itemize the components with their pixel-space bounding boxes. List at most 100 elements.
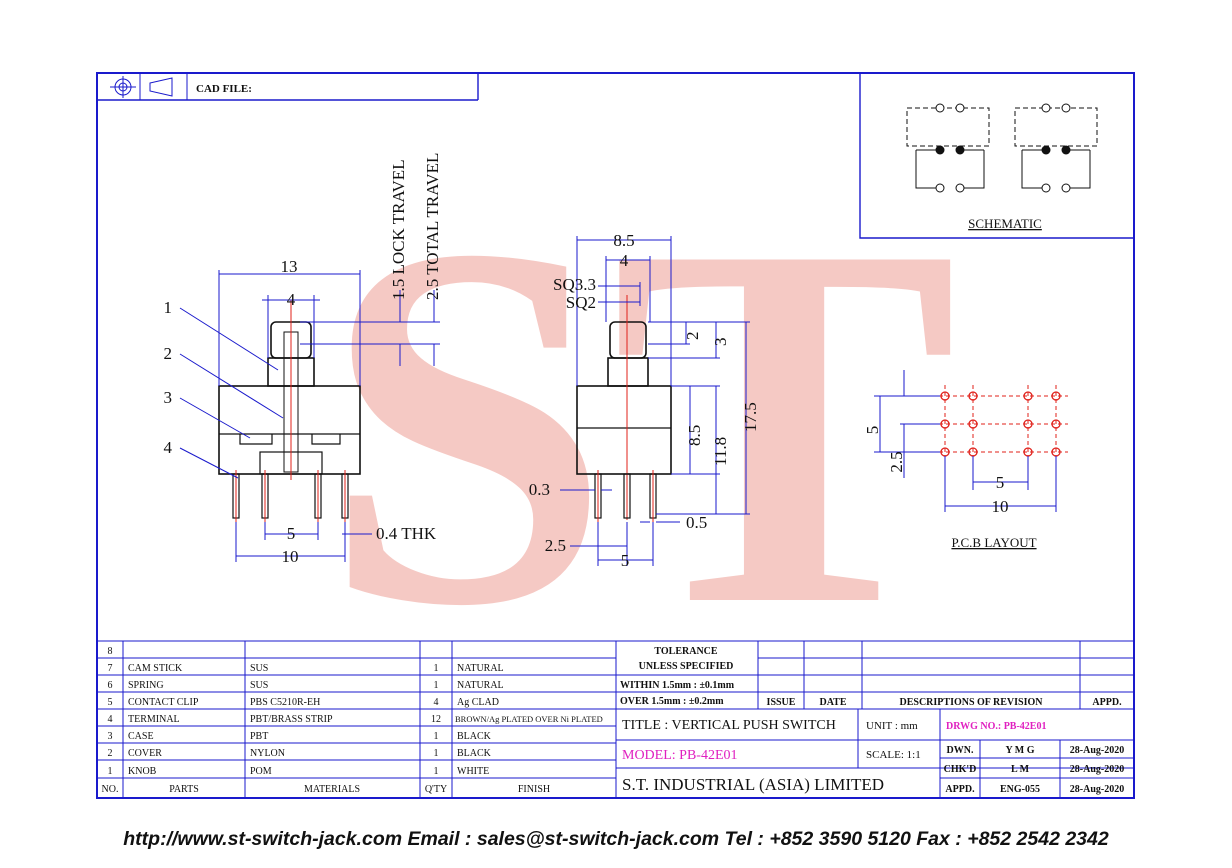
pcb-span-h: 10 [992,497,1009,516]
side-view: 8.5 4 SQ3.3 SQ2 2 3 8.5 11.8 17.5 0.3 0.… [529,231,760,570]
bom-table: 8 7 CAM STICK SUS 1 NATURAL 6 SPRING SUS… [97,640,617,798]
bom-no-3: 3 [108,731,113,742]
schematic-right [1014,103,1098,193]
side-h118: 11.8 [711,437,730,466]
bom-fin-6: NATURAL [457,680,504,691]
st-watermark: ST [322,138,958,713]
front-pitch-5: 5 [287,524,296,543]
front-thk-label: 0.4 THK [376,524,437,543]
side-pitch-5: 5 [621,551,630,570]
unit-text: UNIT : mm [866,720,918,732]
schematic-box: SCHEMATIC [859,73,1134,239]
pcb-pitch-h: 5 [996,473,1005,492]
appd-label: APPD. [945,784,975,795]
total-travel-label: 2.5 TOTAL TRAVEL [423,153,442,300]
tolerance-unless: UNLESS SPECIFIED [639,661,734,672]
bom-part-6: SPRING [128,680,164,691]
schematic-label: SCHEMATIC [968,216,1042,231]
pcb-pitch-v: 5 [863,426,882,435]
side-width-85: 8.5 [613,231,634,250]
bom-qty-5: 4 [434,697,439,708]
revision-issue: ISSUE [767,697,796,708]
bom-fin-3: BLACK [457,731,492,742]
bom-no-6: 6 [108,680,113,691]
title-block: TOLERANCE UNLESS SPECIFIED WITHIN 1.5mm … [616,640,1134,798]
bom-qty-1: 1 [434,766,439,777]
bom-part-2: COVER [128,748,162,759]
bom-header-finish: FINISH [518,784,550,795]
bom-qty-2: 1 [434,748,439,759]
model-text: MODEL: PB-42E01 [622,748,738,763]
bom-mat-6: SUS [250,680,268,691]
side-body-85: 8.5 [685,425,704,446]
chkd-value: L M [1011,764,1030,775]
watermark-text: ST [322,138,958,713]
bom-rows: 8 7 CAM STICK SUS 1 NATURAL 6 SPRING SUS… [108,646,603,777]
side-sq2: SQ2 [566,293,596,312]
front-view: 13 4 1.5 LOCK TRAVEL 2.5 TOTAL TRAVEL 5 … [164,153,443,566]
scale-text: SCALE: 1:1 [866,749,921,761]
side-inner-4: 4 [620,251,629,270]
bom-part-5: CONTACT CLIP [128,697,199,708]
front-span-10: 10 [282,547,299,566]
chkd-label: CHK'D [944,764,977,775]
pcb-layout: 5 2.5 5 10 P.C.B LAYOUT [863,370,1068,550]
bom-mat-3: PBT [250,731,268,742]
projection-symbol-icon [110,76,173,98]
bom-mat-5: PBS C5210R-EH [250,697,320,708]
bom-qty-6: 1 [434,680,439,691]
revision-date: DATE [819,697,846,708]
bom-mat-7: SUS [250,663,268,674]
bom-header-qty: Q'TY [425,784,447,795]
callout-3: 3 [164,388,173,407]
bom-mat-4: PBT/BRASS STRIP [250,714,333,725]
front-knob-4: 4 [287,290,296,309]
bom-headers: NO. PARTS MATERIALS Q'TY FINISH [102,784,551,795]
bom-no-7: 7 [108,663,113,674]
side-h3: 3 [711,338,730,347]
drawing-number: DRWG NO.: PB-42E01 [946,721,1046,732]
bom-fin-5: Ag CLAD [457,697,499,708]
bom-mat-2: NYLON [250,748,285,759]
bom-header-parts: PARTS [169,784,199,795]
bom-fin-7: NATURAL [457,663,504,674]
bom-fin-2: BLACK [457,748,492,759]
dwn-value: Y M G [1005,745,1034,756]
pcb-label: P.C.B LAYOUT [951,535,1036,550]
appd-value: ENG-055 [1000,784,1040,795]
tolerance-title: TOLERANCE [654,646,717,657]
bom-no-8: 8 [108,646,113,657]
revision-desc: DESCRIPTIONS OF REVISION [900,697,1044,708]
bom-part-4: TERMINAL [128,714,180,725]
appd-date: 28-Aug-2020 [1070,784,1124,795]
side-total-175: 17.5 [741,402,760,432]
side-pin-05: 0.5 [686,513,707,532]
tolerance-over: OVER 1.5mm : ±0.2mm [620,696,724,707]
company-name: S.T. INDUSTRIAL (ASIA) LIMITED [622,775,884,794]
bom-mat-1: POM [250,766,272,777]
bom-fin-1: WHITE [457,766,489,777]
header-strip: CAD FILE: [97,73,479,101]
bom-no-4: 4 [108,714,113,725]
bom-no-5: 5 [108,697,113,708]
bom-qty-4: 12 [431,714,441,725]
side-offset-25: 2.5 [545,536,566,555]
pcb-offset-v: 2.5 [887,451,906,472]
contact-footer: http://www.st-switch-jack.com Email : sa… [123,828,1109,850]
bom-header-no: NO. [102,784,119,795]
dwn-label: DWN. [947,745,974,756]
chkd-date: 28-Aug-2020 [1070,764,1124,775]
lock-travel-label: 1.5 LOCK TRAVEL [389,159,408,300]
bom-part-1: KNOB [128,766,157,777]
schematic-left [906,103,990,193]
bom-part-7: CAM STICK [128,663,183,674]
bom-fin-4: BROWN/Ag PLATED OVER Ni PLATED [455,714,603,724]
bom-no-2: 2 [108,748,113,759]
bom-qty-3: 1 [434,731,439,742]
front-width-13: 13 [281,257,298,276]
bom-no-1: 1 [108,766,113,777]
dwn-date: 28-Aug-2020 [1070,745,1124,756]
callout-2: 2 [164,344,173,363]
side-h2: 2 [683,332,702,341]
